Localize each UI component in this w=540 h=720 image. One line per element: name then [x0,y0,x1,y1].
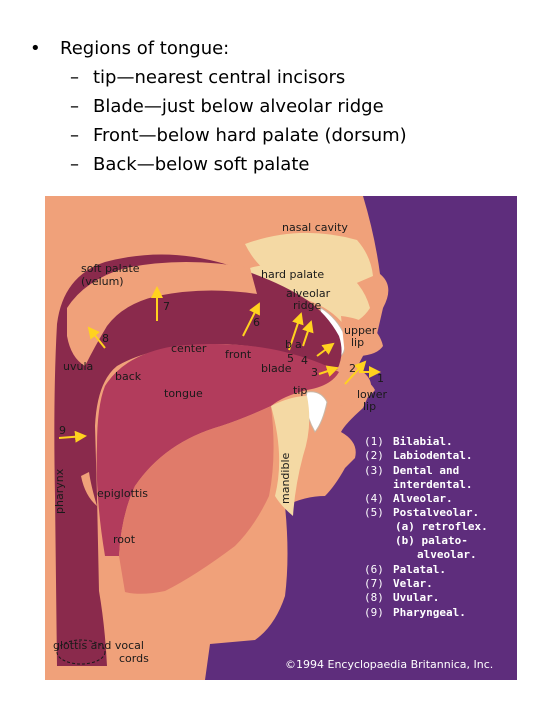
label-ridge: ridge [293,299,322,312]
articulation-arrows [58,286,381,443]
legend-text-5: Postalveolar. [393,506,479,519]
legend-text-2: Labiodental. [393,449,472,462]
legend-text-8: Uvular. [393,591,439,604]
label-upper-lip: lip [351,336,364,349]
copyright-text: ©1994 Encyclopaedia Britannica, Inc. [285,658,493,671]
label-b: b [285,338,292,351]
arrow-8 [87,326,106,349]
legend-num-3: (3) [364,464,384,477]
dash: – [70,154,79,175]
label-nasal-cavity: nasal cavity [282,221,348,234]
legend-text-9: Pharyngeal. [393,606,466,619]
number-3: 3 [311,366,318,379]
legend-text-5b: (b) palato- [395,534,468,547]
bullet-item-text: Back—below soft palate [93,154,310,175]
label-upper: upper [344,324,377,337]
legend-text-5a: (a) retroflex. [395,520,488,533]
legend-num-1: (1) [364,435,384,448]
glottis-outline [56,639,106,665]
legend-num-2: (2) [364,449,384,462]
arrow-3 [318,365,339,377]
bullet-item-front: – Front—below hard palate (dorsum) [30,121,407,150]
bullet-heading: • Regions of tongue: [30,34,407,63]
bullet-heading-text: Regions of tongue: [60,38,230,59]
label-center: center [171,342,207,355]
label-blade: blade [261,362,292,375]
number-4: 4 [301,354,308,367]
label-uvula: uvula [63,360,93,373]
vocal-tract-svg: nasal cavity soft palate (velum) hard pa… [45,196,517,680]
label-back: back [115,370,142,383]
label-mandible: mandible [279,452,292,504]
legend-text-4: Alveolar. [393,492,453,505]
bullet-item-tip: – tip—nearest central incisors [30,63,407,92]
label-epiglottis: epiglottis [97,487,148,500]
arrow-5a [288,312,304,351]
legend-text-3: Dental and [393,464,459,477]
label-a: a [295,338,302,351]
label-tip: tip [293,384,307,397]
label-cords: cords [119,652,149,665]
number-1: 1 [377,372,384,385]
legend-text-5b2: alveolar. [417,548,477,561]
legend-text-3b: interdental. [393,478,472,491]
label-soft-palate: soft palate [81,262,140,275]
soft-palate-shape [67,262,257,366]
bullet-item-blade: – Blade—just below alveolar ridge [30,92,407,121]
bullet-item-text: Front—below hard palate (dorsum) [93,125,407,146]
lower-lip-shape [337,376,375,406]
legend-text-1: Bilabial. [393,435,453,448]
tongue-lower [119,406,274,594]
arrow-2 [344,360,367,385]
legend-num-4: (4) [364,492,384,505]
tongue-body [96,344,339,556]
bullet-item-back: – Back—below soft palate [30,150,407,179]
bullet-item-text: Blade—just below alveolar ridge [93,96,384,117]
bullet-item-text: tip—nearest central incisors [93,67,346,88]
label-velum: (velum) [81,275,124,288]
label-tongue: tongue [164,387,203,400]
dash: – [70,67,79,88]
vocal-tract-diagram: nasal cavity soft palate (velum) hard pa… [45,196,517,680]
legend-num-9: (9) [364,606,384,619]
dash: – [70,125,79,146]
arrow-4 [316,342,335,357]
vocal-tract [54,254,342,666]
legend-text-6: Palatal. [393,563,446,576]
arrow-9 [58,430,87,443]
label-front: front [225,348,252,361]
number-9: 9 [59,424,66,437]
legend-num-8: (8) [364,591,384,604]
label-lower: lower [357,388,388,401]
label-lower-lip: lip [363,400,376,413]
legend: (1) Bilabial. (2) Labiodental. (3) Denta… [364,435,488,619]
number-8: 8 [102,332,109,345]
bullet-dot: • [30,38,41,59]
dash: – [70,96,79,117]
mandible-shape [271,396,310,516]
legend-num-5: (5) [364,506,384,519]
legend-num-7: (7) [364,577,384,590]
number-5: 5 [287,352,294,365]
label-glottis: glottis and vocal [53,639,144,652]
label-hard-palate: hard palate [261,268,324,281]
legend-num-6: (6) [364,563,384,576]
epiglottis-shape [81,472,97,506]
number-2: 2 [349,362,356,375]
bullet-list: • Regions of tongue: – tip—nearest centr… [30,34,407,179]
label-alveolar: alveolar [286,287,331,300]
label-pharynx: pharynx [53,468,66,514]
arrow-6 [242,302,260,337]
number-7: 7 [163,300,170,313]
legend-text-7: Velar. [393,577,433,590]
hard-palate-shape [250,262,370,326]
number-6: 6 [253,316,260,329]
upper-lip-shape [341,316,383,357]
arrow-5b [302,320,314,347]
label-root: root [113,533,136,546]
